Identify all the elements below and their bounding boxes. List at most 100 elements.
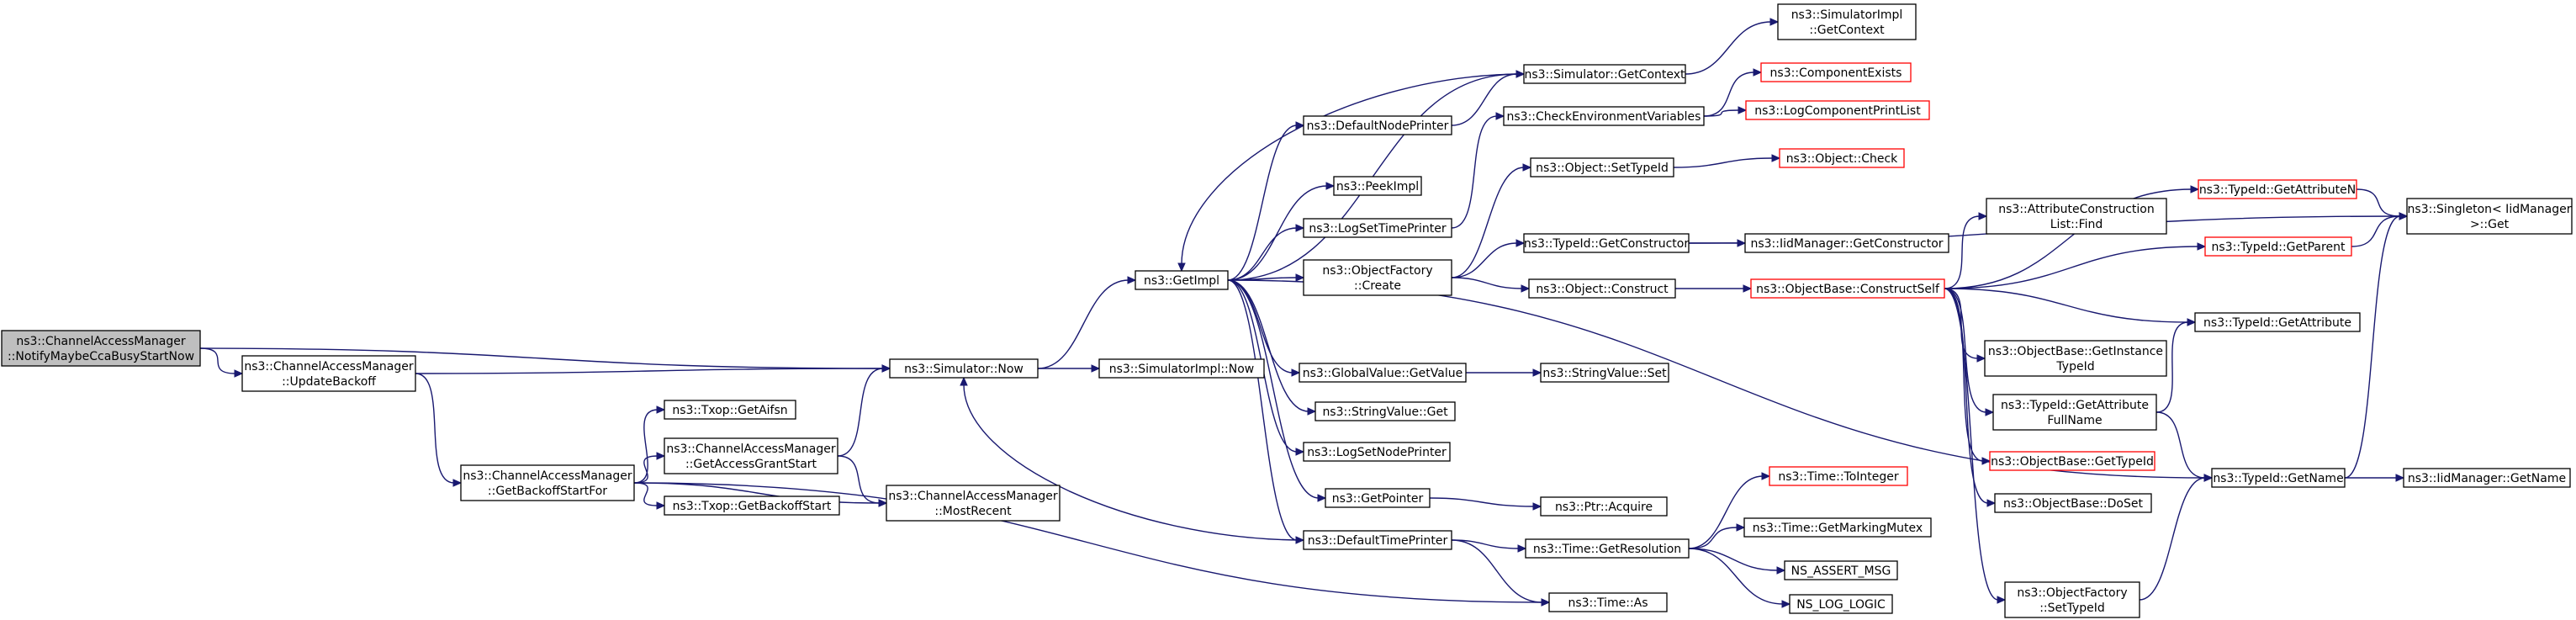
node-label: ns3::TypeId::GetAttributeN [2199,183,2356,197]
node-getpointer[interactable]: ns3::GetPointer [1325,488,1431,508]
node-mostrecent[interactable]: ns3::ChannelAccessManager::MostRecent [886,485,1061,522]
node-label: ::MostRecent [934,505,1012,518]
node-label: ns3::ObjectBase::DoSet [2003,497,2143,511]
arrowhead [452,479,463,487]
node-getaccessgrantstart[interactable]: ns3::ChannelAccessManager::GetAccessGran… [664,437,838,474]
node-label: ns3::LogSetNodePrinter [1307,446,1447,459]
node-checkenvvars[interactable]: ns3::CheckEnvironmentVariables [1503,106,1705,126]
edge-getbackoffstartfor-to-getaccessgrantstart [633,452,666,484]
node-getimpl[interactable]: ns3::GetImpl [1135,270,1229,290]
node-logcomponentprintlist[interactable]: ns3::LogComponentPrintList [1745,100,1930,120]
node-box [1777,3,1917,40]
node-label: ns3::TypeId::GetParent [2212,241,2346,254]
node-ptr_acquire[interactable]: ns3::Ptr::Acquire [1540,496,1668,517]
node-stringvalue_get[interactable]: ns3::StringValue::Get [1314,401,1456,421]
node-object_settypeid[interactable]: ns3::Object::SetTypeId [1530,157,1674,178]
node-typeid_getname[interactable]: ns3::TypeId::GetName [2211,468,2346,488]
node-defaultnodeprinter[interactable]: ns3::DefaultNodePrinter [1303,115,1452,135]
edge-line [1227,227,1298,281]
node-objectbase_constructself[interactable]: ns3::ObjectBase::ConstructSelf [1750,278,1945,299]
edge-root-to-updatebackoff [199,347,244,378]
node-label: ::GetBackoffStartFor [488,485,607,498]
node-logsettimeprinter[interactable]: ns3::LogSetTimePrinter [1303,218,1452,238]
node-label: ns3::Ptr::Acquire [1555,501,1653,514]
node-getbackoffstartfor[interactable]: ns3::ChannelAccessManager::GetBackoffSta… [460,464,635,501]
edge-time_getresolution-to-ns_assert_msg [1688,548,1786,575]
edge-line [1688,527,1738,549]
node-globalvalue_getvalue[interactable]: ns3::GlobalValue::GetValue [1299,363,1467,383]
edge-line [1451,277,1523,289]
arrowhead [1753,68,1763,77]
edge-line [1037,279,1129,369]
node-typeid_getconstructor[interactable]: ns3::TypeId::GetConstructor [1523,233,1690,253]
node-time_as[interactable]: ns3::Time::As [1548,592,1668,612]
node-typeid_getparent[interactable]: ns3::TypeId::GetParent [2204,236,2352,257]
node-root[interactable]: ns3::ChannelAccessManager::NotifyMaybeCc… [1,330,201,367]
node-time_getmarkingmutex[interactable]: ns3::Time::GetMarkingMutex [1743,517,1932,538]
node-label: ns3::LogSetTimePrinter [1309,222,1447,236]
arrowhead [1522,163,1532,172]
node-objectbase_doset[interactable]: ns3::ObjectBase::DoSet [1994,493,2152,513]
node-ns_assert_msg[interactable]: NS_ASSERT_MSG [1784,560,1898,580]
node-label: ns3::Object::Check [1786,152,1898,166]
arrowhead [1307,407,1317,416]
node-label: ns3::ObjectFactory [2017,586,2127,600]
node-sim_getcontext[interactable]: ns3::Simulator::GetContext [1523,64,1686,84]
node-sim_now[interactable]: ns3::Simulator::Now [889,358,1039,379]
arrowhead [656,405,666,414]
edge-time_getresolution-to-time_tointeger [1688,472,1771,549]
arrowhead [2399,212,2409,220]
node-txop_getaifsn[interactable]: ns3::Txop::GetAifsn [664,400,796,420]
node-object_construct[interactable]: ns3::Object::Construct [1528,278,1676,299]
node-peekimpl[interactable]: ns3::PeekImpl [1333,176,1422,196]
edge-line [633,482,659,506]
node-box [1992,394,2157,431]
node-box [1769,466,1908,486]
node-time_getresolution[interactable]: ns3::Time::GetResolution [1525,538,1690,559]
edge-objectfactory_create-to-typeid_getconstructor [1451,239,1526,278]
node-label: ns3::CheckEnvironmentVariables [1507,110,1701,124]
node-label: ns3::ChannelAccessManager [16,335,186,348]
node-typeid_getattributen[interactable]: ns3::TypeId::GetAttributeN [2198,179,2357,199]
node-singleton_get[interactable]: ns3::Singleton< IidManager >::Get [2406,198,2573,235]
edge-line [1451,539,1543,603]
arrowhead [1738,106,1748,114]
node-label: ns3::DefaultTimePrinter [1308,534,1448,548]
node-updatebackoff[interactable]: ns3::ChannelAccessManager::UpdateBackoff [241,355,416,392]
node-box [1530,157,1674,178]
arrowhead [1743,284,1753,293]
edge-line [963,384,1304,541]
node-simimpl_now[interactable]: ns3::SimulatorImpl::Now [1098,358,1265,379]
node-object_check[interactable]: ns3::Object::Check [1779,148,1905,168]
node-objectfactory_create[interactable]: ns3::ObjectFactory::Create [1303,259,1452,296]
node-label: ns3::GetPointer [1332,492,1424,506]
node-label: ns3::DefaultNodePrinter [1307,119,1449,133]
edge-sim_getcontext-to-getimpl [1177,73,1525,273]
edge-time_getresolution-to-ns_log_logic [1688,548,1791,608]
edge-getimpl-to-sim_getcontext [1227,70,1526,281]
node-box [2004,581,2140,618]
edge-line [1451,115,1498,229]
edge-line [1944,188,2193,289]
edge-sim_now-to-simimpl_now [1037,364,1101,373]
node-iidmanager_getname[interactable]: ns3::IidManager::GetName [2403,468,2571,488]
node-componentexists[interactable]: ns3::ComponentExists [1760,62,1912,82]
edge-line [837,368,884,457]
node-iidmanager_getconstructor[interactable]: ns3::IidManager::GetConstructor [1744,233,1949,253]
arrowhead [1291,368,1301,377]
node-typeid_getattribute[interactable]: ns3::TypeId::GetAttribute [2194,312,2361,332]
node-time_tointeger[interactable]: ns3::Time::ToInteger [1769,466,1908,486]
node-logsetnodeprinter[interactable]: ns3::LogSetNodePrinter [1303,442,1451,462]
node-objectbase_gettypeid[interactable]: ns3::ObjectBase::GetTypeId [1989,451,2155,471]
node-ns_log_logic[interactable]: NS_LOG_LOGIC [1789,594,1893,614]
node-simimpl_getcontext[interactable]: ns3::SimulatorImpl::GetContext [1777,3,1917,40]
node-stringvalue_set[interactable]: ns3::StringValue::Set [1540,363,1669,383]
node-txop_getbackoffstart[interactable]: ns3::Txop::GetBackoffStart [664,495,840,516]
node-label: ns3::Object::Construct [1536,283,1669,296]
node-label: ns3::PeekImpl [1336,180,1419,193]
node-defaulttimeprinter[interactable]: ns3::DefaultTimePrinter [1303,530,1452,550]
node-objectfactory_settypeid[interactable]: ns3::ObjectFactory::SetTypeId [2004,581,2140,618]
